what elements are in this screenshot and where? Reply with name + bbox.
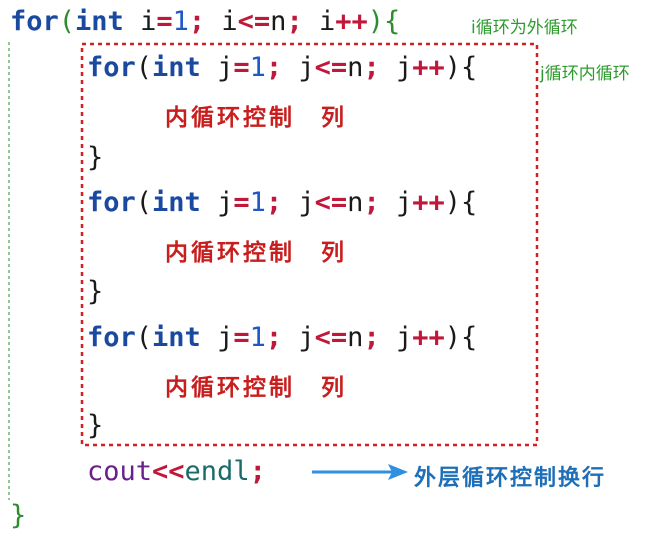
inner2-body-note: 内循环控制 列 <box>165 239 347 266</box>
outer-paren-close: ) <box>367 6 384 37</box>
inner2-cmp: <= <box>314 187 348 218</box>
inner3-kw-int: int <box>152 322 201 353</box>
inner1-kw-int: int <box>152 52 201 83</box>
inner3-brace-close: } <box>87 410 104 441</box>
inner1-cmp: <= <box>314 52 348 83</box>
inner-loops-dashed-box <box>80 42 539 447</box>
outer-assign: = <box>156 6 173 37</box>
outer-paren-open: ( <box>58 6 76 37</box>
inner2-kw-for: for <box>87 187 136 218</box>
inner3-var-cond: j <box>282 322 315 353</box>
outer-inc: ++ <box>335 6 368 37</box>
inner-for-line-3: for(int j=1; j<=n; j++){ <box>87 322 477 354</box>
inner2-init-val: 1 <box>249 187 266 218</box>
inner3-init-val: 1 <box>249 322 266 353</box>
inner2-brace-close: } <box>87 276 104 307</box>
outer-cmp: <= <box>237 6 271 37</box>
cout-operator: << <box>152 456 185 487</box>
inner1-assign: = <box>233 52 250 83</box>
outer-var-cond: i <box>205 6 238 37</box>
inner3-limit: n <box>347 322 364 353</box>
inner2-limit: n <box>347 187 364 218</box>
outer-for-line: for(int i=1; i<=n; i++){ <box>10 6 400 38</box>
inner-for-line-1: for(int j=1; j<=n; j++){ <box>87 52 477 84</box>
cout-line: cout<<endl; <box>87 456 266 488</box>
inner3-var-init: j <box>200 322 234 353</box>
inner3-paren-open: ( <box>135 322 153 353</box>
inner1-semi1: ; <box>265 52 283 83</box>
inner3-semi1: ; <box>265 322 283 353</box>
inner3-inc: ++ <box>412 322 445 353</box>
outer-loop-note: i循环为外循环 <box>471 18 578 38</box>
inner1-var-init: j <box>200 52 234 83</box>
inner3-body-note: 内循环控制 列 <box>165 374 347 401</box>
outer-semi2: ; <box>286 6 303 37</box>
outer-semi1: ; <box>188 6 206 37</box>
inner2-var-inc: j <box>379 187 413 218</box>
outer-limit: n <box>270 6 287 37</box>
inner1-brace-close: } <box>87 142 104 173</box>
outer-var-inc: i <box>302 6 336 37</box>
output-line-note: 外层循环控制换行 <box>414 465 607 491</box>
inner-for-line-2: for(int j=1; j<=n; j++){ <box>87 187 477 219</box>
inner-loop-note: j循环内循环 <box>540 64 630 84</box>
inner1-kw-for: for <box>87 52 136 83</box>
inner3-assign: = <box>233 322 250 353</box>
inner2-assign: = <box>233 187 250 218</box>
endl-keyword: endl <box>184 456 250 487</box>
arrow-head-icon <box>388 464 408 480</box>
inner2-semi2: ; <box>363 187 380 218</box>
outer-init-val: 1 <box>172 6 189 37</box>
inner1-var-cond: j <box>282 52 315 83</box>
inner3-semi2: ; <box>363 322 380 353</box>
inner1-var-inc: j <box>379 52 413 83</box>
inner1-paren-close: ){ <box>444 52 478 83</box>
inner2-inc: ++ <box>412 187 445 218</box>
inner2-kw-int: int <box>152 187 201 218</box>
inner3-cmp: <= <box>314 322 348 353</box>
inner1-inc: ++ <box>412 52 445 83</box>
inner3-var-inc: j <box>379 322 413 353</box>
inner2-paren-close: ){ <box>444 187 478 218</box>
inner1-semi2: ; <box>363 52 380 83</box>
outer-var-init: i <box>123 6 157 37</box>
inner1-init-val: 1 <box>249 52 266 83</box>
inner1-body-note: 内循环控制 列 <box>165 104 347 131</box>
outer-brace-open: { <box>384 6 401 37</box>
inner1-limit: n <box>347 52 364 83</box>
cout-keyword: cout <box>87 456 153 487</box>
inner2-var-init: j <box>200 187 234 218</box>
inner2-semi1: ; <box>265 187 283 218</box>
cout-semi: ; <box>249 456 266 487</box>
inner2-paren-open: ( <box>135 187 153 218</box>
outer-brace-close: } <box>10 500 27 531</box>
outer-kw-for: for <box>10 6 59 37</box>
outer-kw-int: int <box>75 6 124 37</box>
inner1-paren-open: ( <box>135 52 153 83</box>
inner3-paren-close: ){ <box>444 322 478 353</box>
inner3-kw-for: for <box>87 322 136 353</box>
inner2-var-cond: j <box>282 187 315 218</box>
